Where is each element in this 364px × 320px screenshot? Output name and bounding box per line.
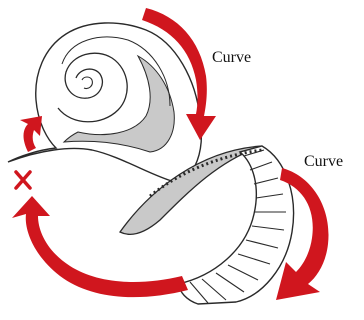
label-curve-top: Curve xyxy=(212,49,251,66)
curve-arrow-small xyxy=(20,116,42,152)
cross-mark-icon xyxy=(16,172,30,188)
spiral-shell-shape xyxy=(8,23,201,182)
label-curve-right: Curve xyxy=(304,153,343,170)
